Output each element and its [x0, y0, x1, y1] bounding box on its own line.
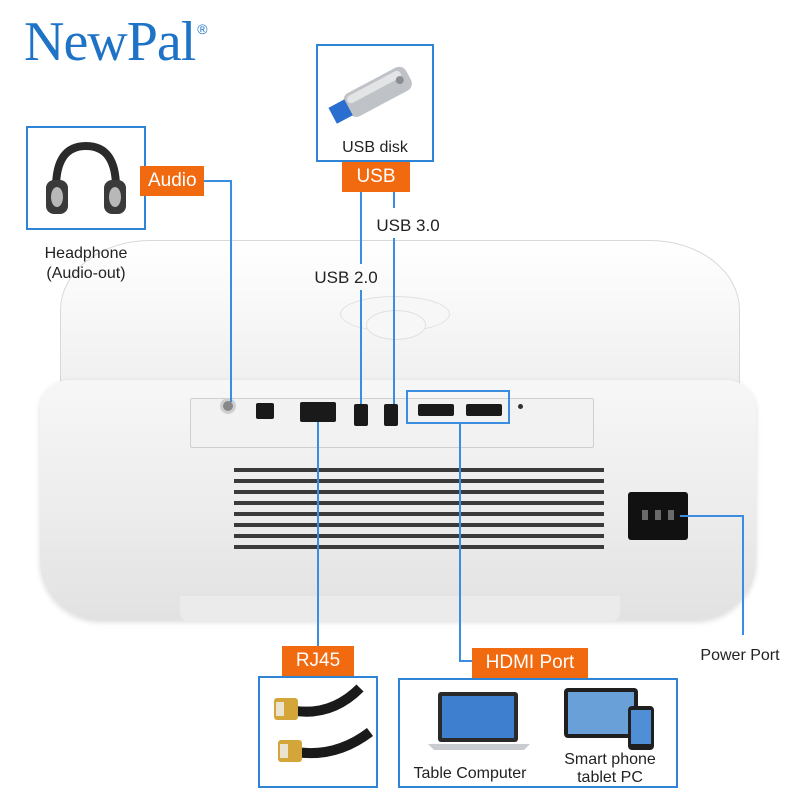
hdmi-connector-v: [459, 424, 461, 662]
audio-connector-h: [204, 180, 232, 182]
rj45-connector: [317, 422, 319, 646]
laptop-icon: [428, 692, 530, 750]
usb-disk-box: [316, 44, 434, 162]
power-connector-h: [680, 515, 744, 517]
usb3-caption: USB 3.0: [376, 216, 440, 235]
usb-label: USB: [342, 162, 410, 192]
computer-caption: Table Computer: [413, 765, 527, 782]
audio-connector-v: [230, 180, 232, 402]
usb3-connector-top: [393, 192, 395, 208]
hdmi-port-2: [466, 404, 502, 416]
headphone-caption-line2: (Audio-out): [46, 265, 126, 282]
phone-caption-line1: Smart phone: [564, 751, 656, 768]
rj45-port: [300, 402, 336, 422]
tablet-phone-icon: [564, 688, 654, 750]
projector-foot: [180, 596, 620, 622]
brand-name: NewPal: [24, 11, 196, 73]
audio-jack: [220, 398, 236, 414]
rj45-cable-box: [258, 676, 378, 788]
registered-mark: ®: [197, 21, 207, 37]
headphone-icon: [46, 141, 126, 214]
brand-logo: NewPal®: [24, 11, 208, 73]
power-socket: [628, 492, 688, 540]
hdmi-connector-h: [459, 660, 473, 662]
headphone-caption-line1: Headphone: [44, 245, 128, 262]
optical-port: [256, 403, 274, 419]
hdmi-devices-box: Table Computer Smart phone tablet PC: [398, 678, 678, 788]
power-connector-v: [742, 515, 744, 635]
usb3-port: [384, 404, 398, 426]
usb2-connector-bottom: [360, 290, 362, 404]
rj45-label: RJ45: [282, 646, 354, 676]
hdmi-port-1: [418, 404, 454, 416]
projector-control-button: [366, 310, 426, 340]
usb2-port: [354, 404, 368, 426]
indicator-dot: [518, 404, 523, 409]
usb3-connector-bottom: [393, 238, 395, 404]
power-caption: Power Port: [700, 647, 780, 664]
usb-disk-caption: USB disk: [342, 139, 408, 156]
air-vent: [234, 468, 604, 560]
hdmi-highlight: [406, 390, 510, 424]
audio-label: Audio: [140, 166, 204, 196]
headphone-box: [26, 126, 146, 230]
usb2-connector-top: [360, 192, 362, 264]
hdmi-label: HDMI Port: [472, 648, 588, 678]
usb2-caption: USB 2.0: [314, 268, 378, 287]
ethernet-cable-icon: [274, 684, 374, 762]
usb-drive-icon: [328, 66, 412, 124]
phone-caption-line2: tablet PC: [577, 769, 643, 786]
